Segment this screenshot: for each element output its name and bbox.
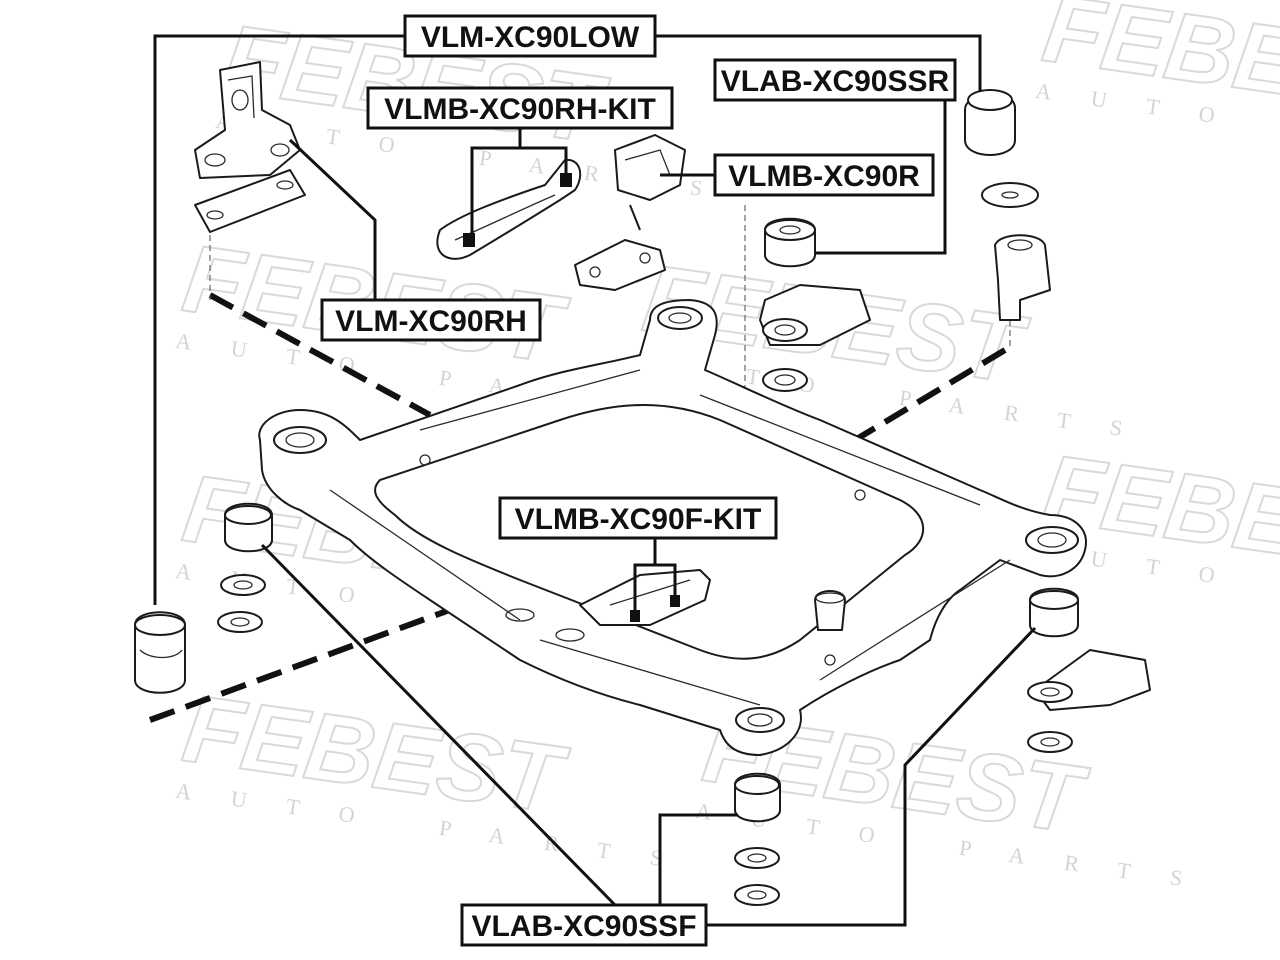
- subframe-bush-front-center: [734, 772, 781, 906]
- torque-rod-bush-2: [560, 173, 572, 187]
- subframe-bush-rear-right: [964, 89, 1051, 321]
- front-bracket-bush-1: [630, 610, 640, 622]
- label-vlm-xc90low: VLM-XC90LOW: [403, 14, 657, 58]
- leader-lines: [153, 34, 1037, 927]
- front-bracket: [579, 569, 846, 631]
- label-vlab-xc90ssf: VLAB-XC90SSF: [460, 903, 708, 947]
- label-text: VLAB-XC90SSR: [721, 65, 950, 98]
- label-vlmb-xc90r: VLMB-XC90R: [713, 153, 935, 197]
- torque-rod-bush-1: [463, 233, 475, 247]
- subframe-bush-rear-center: [759, 217, 871, 392]
- subframe-bush-front-right: [1027, 587, 1151, 753]
- engine-mount-rh: [194, 61, 306, 233]
- label-text: VLMB-XC90R: [728, 160, 920, 193]
- label-text: VLM-XC90LOW: [421, 21, 640, 54]
- label-vlmb-xc90f-kit: VLMB-XC90F-KIT: [498, 496, 778, 540]
- rear-bracket: [574, 134, 686, 291]
- label-text: VLAB-XC90SSF: [471, 910, 696, 943]
- label-vlmb-xc90rh-kit: VLMB-XC90RH-KIT: [366, 86, 674, 130]
- engine-mount-low: [134, 611, 186, 694]
- subframe-bush-front-left: [217, 502, 273, 633]
- label-text: VLM-XC90RH: [335, 305, 527, 338]
- label-vlab-xc90ssr: VLAB-XC90SSR: [713, 58, 957, 102]
- torque-rod-rh: [436, 158, 582, 260]
- label-text: VLMB-XC90F-KIT: [515, 503, 762, 536]
- label-text: VLMB-XC90RH-KIT: [384, 93, 656, 126]
- label-vlm-xc90rh: VLM-XC90RH: [320, 298, 542, 342]
- watermark-2: FEBEST AUTO PARTS: [1034, 0, 1280, 177]
- front-bracket-bush-2: [670, 595, 680, 607]
